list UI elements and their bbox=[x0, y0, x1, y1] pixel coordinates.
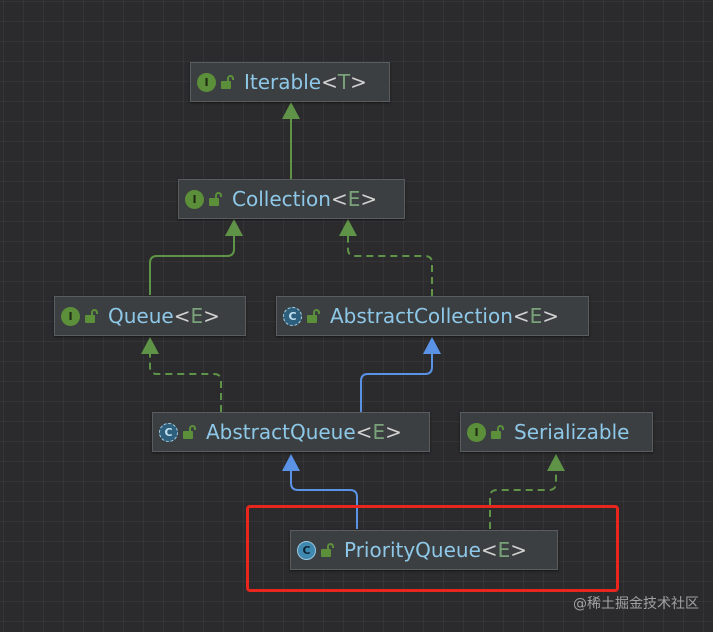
type-parameter: E bbox=[497, 538, 511, 562]
type-parameter: E bbox=[190, 304, 204, 328]
unlock-icon bbox=[321, 543, 334, 557]
type-parameter: E bbox=[529, 304, 543, 328]
interface-icon: I bbox=[467, 422, 486, 442]
angle-close: > bbox=[350, 70, 367, 94]
angle-close: > bbox=[360, 187, 378, 211]
class-name: Iterable bbox=[244, 70, 322, 94]
arrowhead-abstractqueue bbox=[282, 454, 300, 471]
edge-queue-collection bbox=[149, 235, 235, 295]
class-icon: C bbox=[297, 540, 316, 560]
arrowhead-queue bbox=[141, 337, 159, 354]
abstract-class-icon: C bbox=[159, 422, 178, 442]
unlock-icon bbox=[85, 309, 98, 323]
node-serializable[interactable]: I Serializable bbox=[460, 412, 653, 452]
arrowhead-abstractcollection bbox=[423, 337, 441, 354]
unlock-icon bbox=[209, 192, 222, 206]
unlock-icon bbox=[307, 309, 320, 323]
edge-priorityqueue-abstractqueue bbox=[290, 470, 358, 529]
highlight-box bbox=[246, 505, 619, 592]
unlock-icon bbox=[183, 425, 196, 439]
interface-icon: I bbox=[197, 72, 216, 92]
class-name: Queue bbox=[108, 304, 174, 328]
arrowhead-collection-right bbox=[339, 219, 357, 236]
angle-close: > bbox=[542, 304, 560, 328]
node-queue[interactable]: I Queue<E> bbox=[54, 296, 246, 336]
angle-open: < bbox=[512, 304, 530, 328]
type-parameter: E bbox=[347, 187, 361, 211]
interface-icon: I bbox=[185, 189, 204, 209]
angle-open: < bbox=[173, 304, 191, 328]
edge-abstractqueue-abstractcollection bbox=[360, 353, 433, 412]
node-priority-queue[interactable]: C PriorityQueue<E> bbox=[290, 530, 558, 570]
unlock-icon bbox=[221, 75, 234, 89]
class-name: Collection bbox=[232, 187, 331, 211]
type-parameter: T bbox=[337, 70, 351, 94]
unlock-icon bbox=[491, 425, 504, 439]
edge-abstractqueue-queue bbox=[149, 353, 222, 412]
interface-icon: I bbox=[61, 306, 80, 326]
abstract-class-icon: C bbox=[283, 306, 302, 326]
edge-abstractcollection-collection bbox=[347, 235, 433, 296]
node-abstract-collection[interactable]: C AbstractCollection<E> bbox=[276, 296, 589, 336]
angle-close: > bbox=[510, 538, 528, 562]
node-iterable[interactable]: I Iterable<T> bbox=[190, 62, 390, 102]
class-name: Serializable bbox=[514, 420, 630, 444]
arrowhead-serializable bbox=[547, 454, 565, 471]
arrowhead-iterable bbox=[282, 102, 300, 119]
angle-close: > bbox=[385, 420, 402, 444]
type-parameter: E bbox=[372, 420, 386, 444]
angle-open: < bbox=[480, 538, 498, 562]
class-name: PriorityQueue bbox=[344, 538, 481, 562]
node-collection[interactable]: I Collection<E> bbox=[178, 179, 405, 219]
angle-open: < bbox=[330, 187, 348, 211]
class-name: AbstractCollection bbox=[330, 304, 513, 328]
angle-close: > bbox=[203, 304, 220, 328]
angle-open: < bbox=[355, 420, 373, 444]
angle-open: < bbox=[321, 70, 338, 94]
class-name: AbstractQueue bbox=[206, 420, 356, 444]
arrowhead-collection-left bbox=[225, 219, 243, 236]
watermark: @稀土掘金技术社区 bbox=[573, 596, 699, 612]
node-abstract-queue[interactable]: C AbstractQueue<E> bbox=[152, 412, 430, 452]
